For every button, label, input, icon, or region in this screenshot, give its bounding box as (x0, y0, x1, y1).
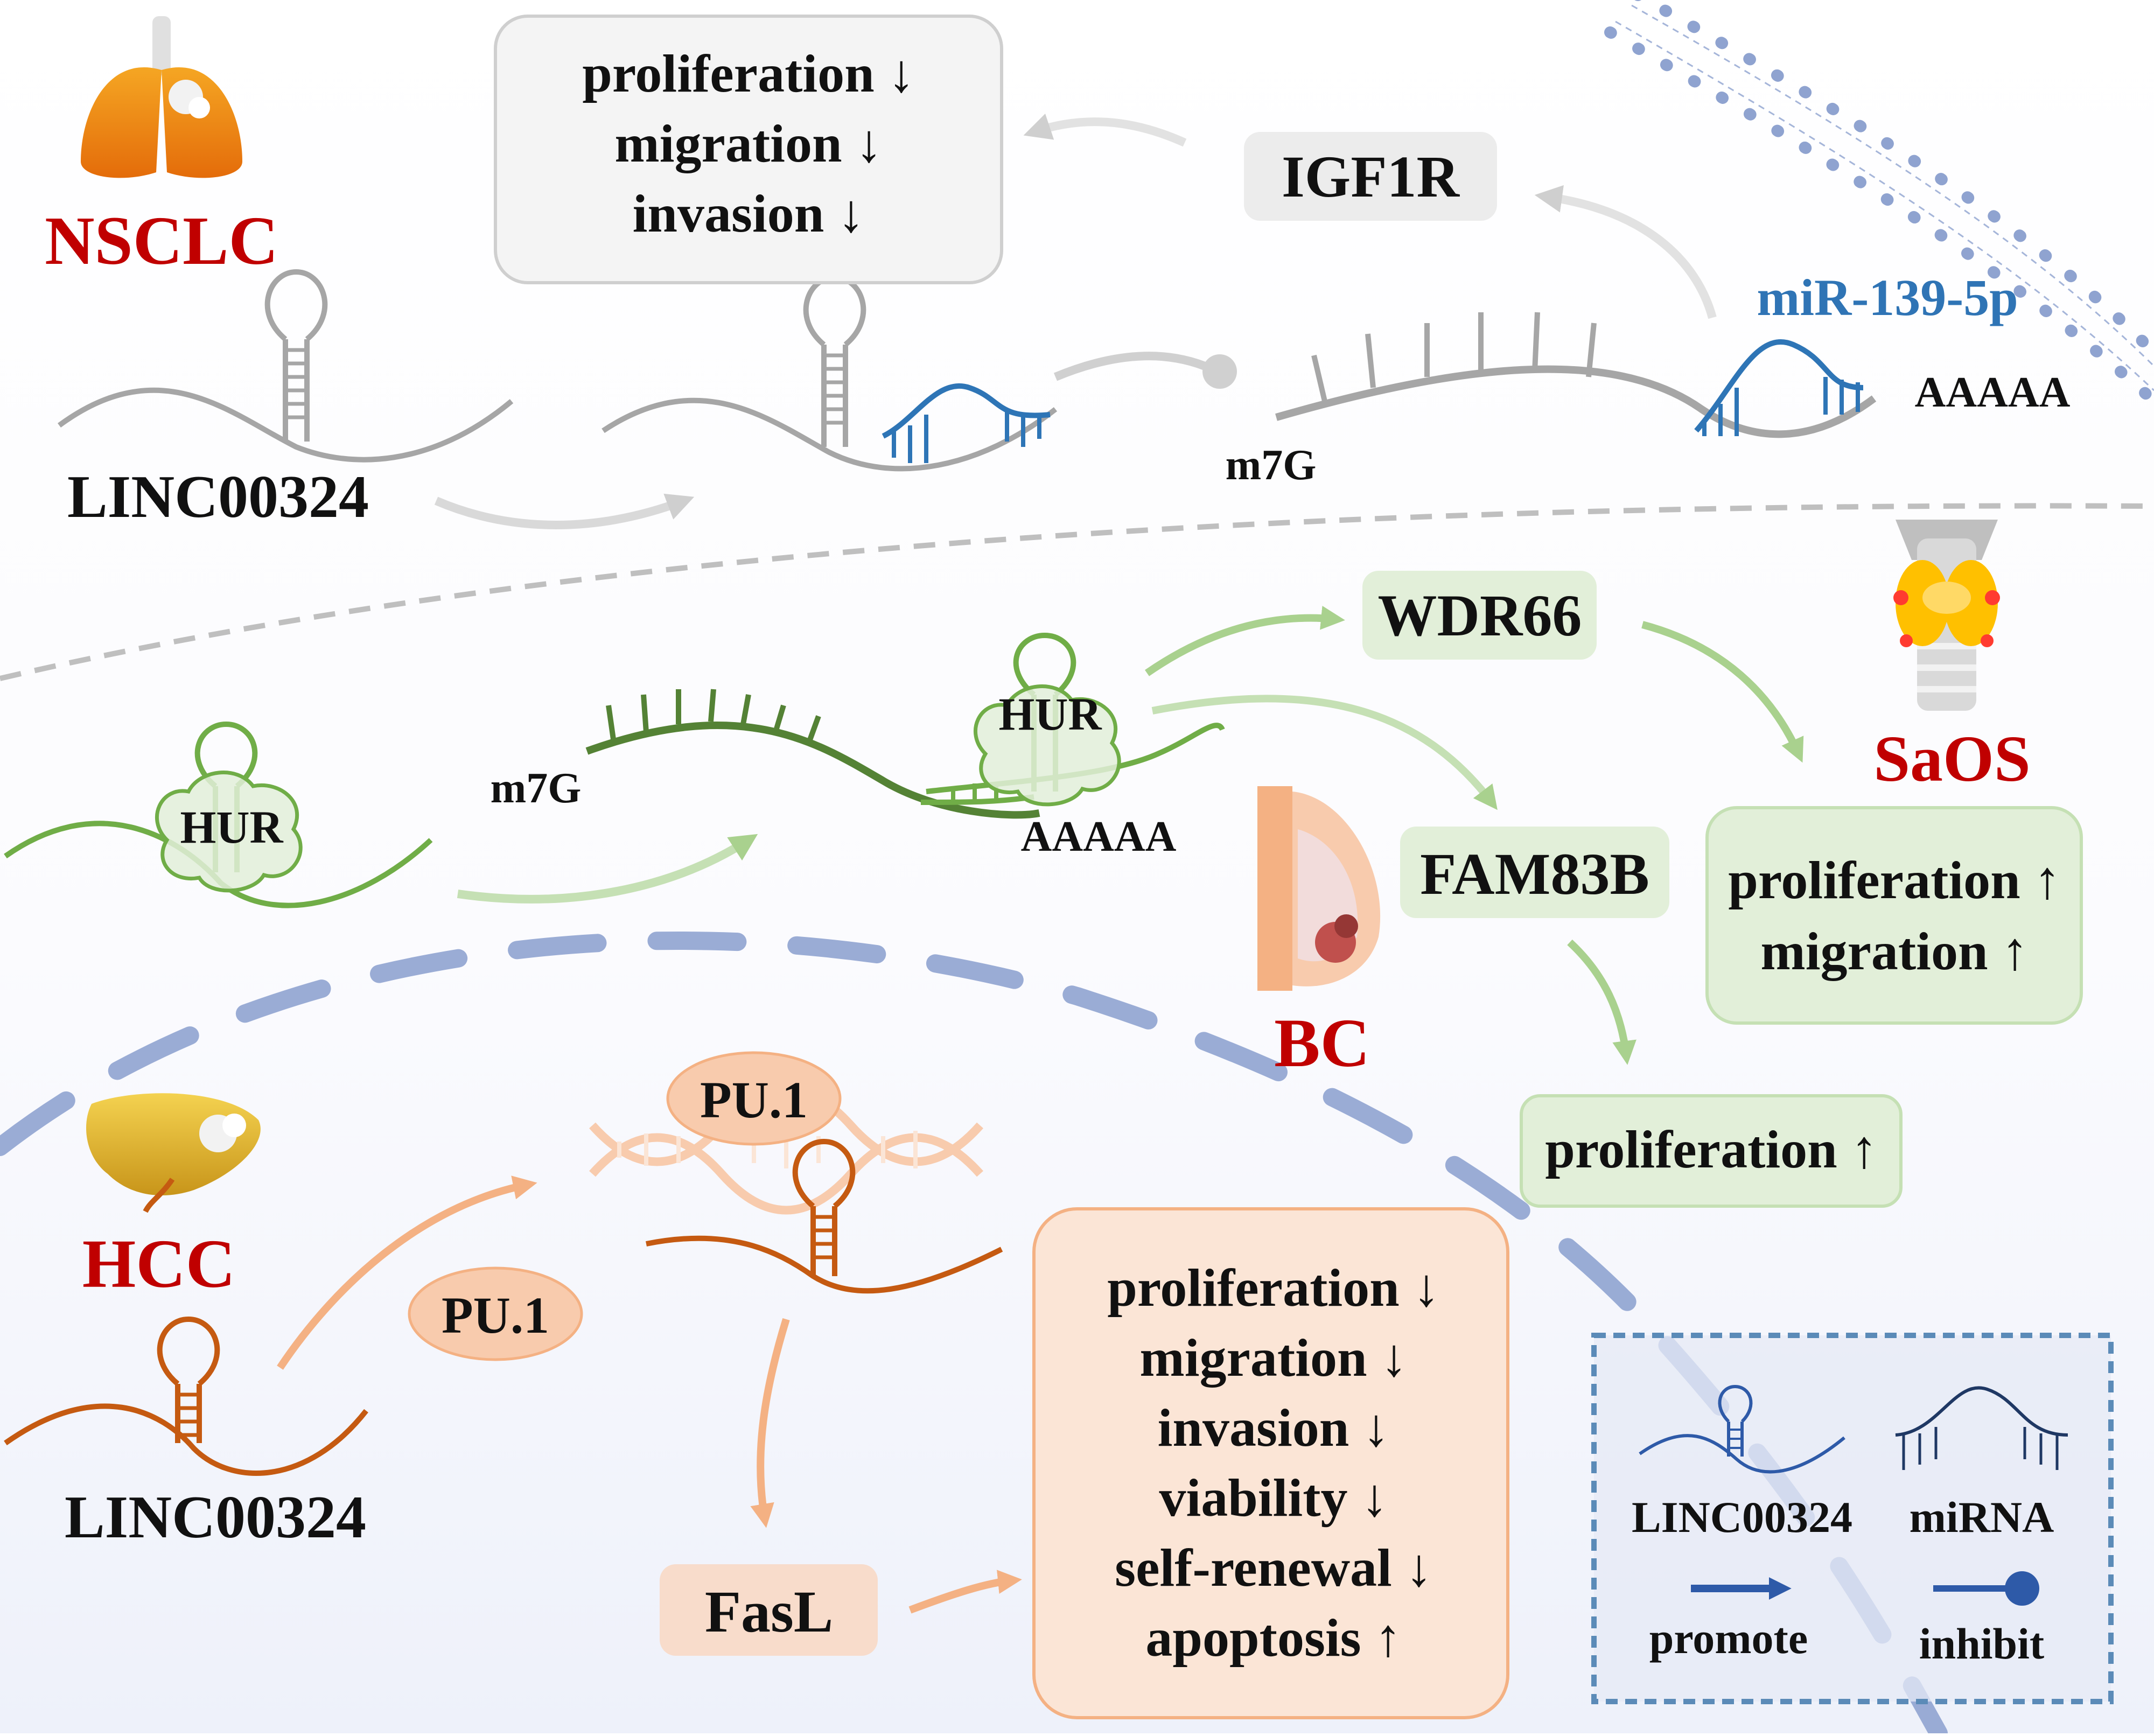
effect-bc-0: proliferation ↑ (1545, 1119, 1878, 1179)
cap-label-saos: m7G (491, 765, 582, 812)
breast-icon (1257, 786, 1381, 991)
polya-label-saos: AAAAA (1021, 813, 1177, 860)
disease-label-bc: BC (1274, 1005, 1370, 1081)
lncrna-label-nsclc: LINC00324 (67, 464, 369, 530)
legend-inhibit-end (2005, 1571, 2039, 1606)
disease-label-hcc: HCC (82, 1226, 235, 1302)
target-label-igf1r: IGF1R (1282, 144, 1460, 209)
protein-label-right: HUR (998, 688, 1102, 740)
inhibit-end-nsclc (1202, 354, 1237, 389)
mirna-label: miR-139-5p (1757, 269, 2018, 326)
target-box-fasl (660, 1564, 878, 1656)
section-separator (0, 503, 2154, 681)
target-box-wdr66 (1362, 571, 1597, 660)
liver-icon (86, 1093, 261, 1213)
mrna-igf1r (1275, 312, 1877, 438)
mrna-hur-complex (585, 632, 1225, 819)
arrow-igf1r-to-effects (1023, 114, 1187, 147)
tf-label-left: PU.1 (442, 1286, 549, 1344)
polya-label-nsclc: AAAAA (1915, 369, 2071, 416)
cell-membrane (1604, 0, 2154, 407)
thyroid-icon (1893, 520, 2000, 711)
target-box-igf1r (1244, 132, 1497, 221)
tf-label-top: PU.1 (700, 1071, 808, 1129)
legend-lncrna-label: LINC00324 (1632, 1493, 1852, 1542)
effect-hcc-0: proliferation ↓ (1107, 1258, 1440, 1318)
effect-hcc-1: migration ↓ (1139, 1328, 1407, 1388)
legend: LINC00324 miRNA promote inhibit (1591, 1333, 2114, 1704)
arrow-hur-to-mrna (457, 834, 758, 904)
target-label-wdr66: WDR66 (1378, 583, 1582, 648)
effect-nsclc-2: invasion ↓ (633, 184, 865, 243)
effect-hcc-3: viability ↓ (1159, 1468, 1388, 1528)
legend-promote-label: promote (1649, 1614, 1808, 1663)
target-box-fam83b (1400, 827, 1669, 918)
arrow-fasl-to-effects (908, 1570, 1022, 1614)
arrow-fam83b-to-effects (1567, 939, 1637, 1065)
inhibit-line-nsclc (1053, 352, 1219, 381)
arrow-lnc-to-dna (277, 1175, 537, 1370)
effect-saos-1: migration ↑ (1760, 921, 2028, 981)
arrow-to-wdr66 (1145, 606, 1345, 676)
arrow-lnc-to-sponge (434, 493, 695, 529)
effects-box-bc (1520, 1094, 1903, 1208)
lncrna-hairpin-hcc (4, 1316, 368, 1476)
lncrna-mirna-complex (602, 274, 1058, 472)
tf-bubble-left (408, 1266, 583, 1361)
arrow-dna-to-fasl (750, 1318, 790, 1528)
lncrna-bound-dna (646, 1138, 1003, 1294)
lncrna-label-hcc: LINC00324 (65, 1484, 366, 1551)
target-label-fasl: FasL (705, 1579, 833, 1644)
tf-bubble-top (666, 1051, 842, 1146)
effect-hcc-2: invasion ↓ (1158, 1398, 1390, 1458)
lncrna-hairpin-nsclc (58, 269, 514, 463)
protein-label-left: HUR (180, 801, 283, 853)
arrow-wdr66-to-effects (1641, 621, 1804, 763)
arrow-mirna-to-igf1r (1534, 185, 1717, 319)
effect-hcc-5: apoptosis ↑ (1145, 1608, 1401, 1668)
cap-label-nsclc: m7G (1226, 442, 1317, 489)
legend-mirna-label: miRNA (1910, 1493, 2054, 1542)
effect-nsclc-1: migration ↓ (614, 114, 882, 173)
effect-hcc-4: self-renewal ↓ (1115, 1538, 1432, 1598)
disease-label-saos: SaOS (1873, 723, 2031, 795)
effects-box-nsclc (494, 15, 1003, 284)
arrow-to-fam83b (1151, 695, 1498, 810)
target-label-fam83b: FAM83B (1420, 841, 1649, 907)
effects-box-saos (1705, 806, 2083, 1025)
disease-label-nsclc: NSCLC (45, 202, 278, 279)
legend-box (1591, 1333, 2114, 1704)
legend-inhibit-label: inhibit (1919, 1619, 2044, 1668)
legend-lncrna-icon (1639, 1384, 1845, 1474)
effect-nsclc-0: proliferation ↓ (582, 44, 915, 103)
effect-saos-0: proliferation ↑ (1728, 850, 2061, 910)
lncrna-hur-complex-left (4, 721, 433, 908)
legend-mirna-icon (1895, 1386, 2068, 1470)
effects-box-hcc (1032, 1207, 1509, 1719)
lung-icon (81, 16, 242, 178)
